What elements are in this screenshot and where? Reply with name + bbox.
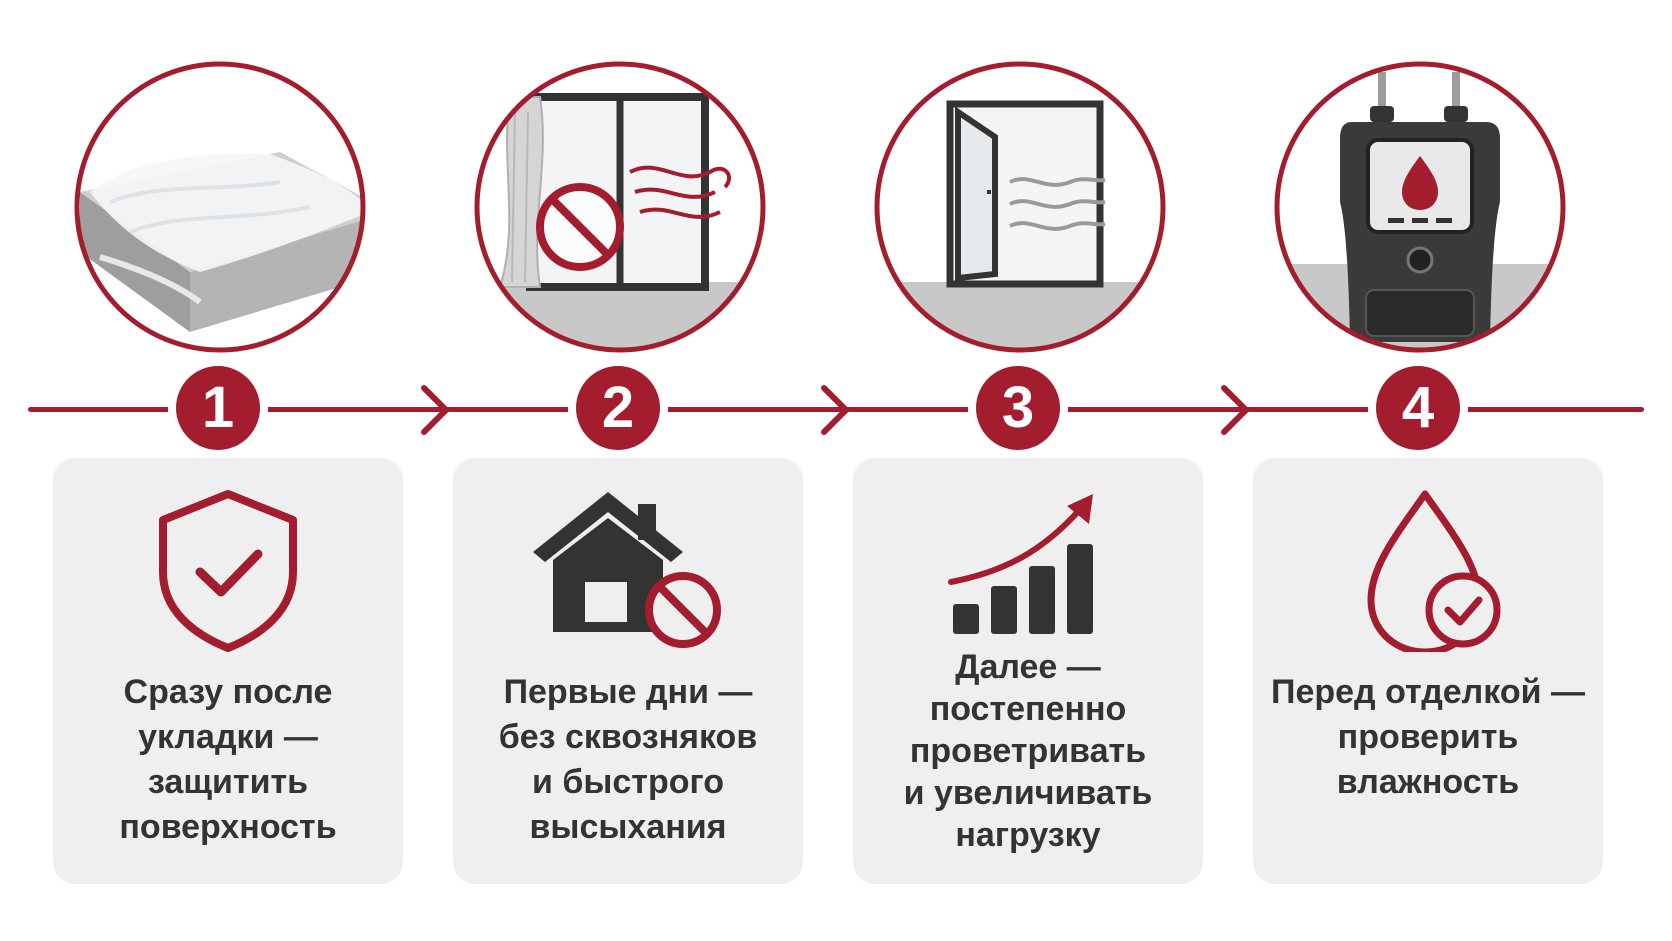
house-prohibited-icon xyxy=(533,492,721,648)
step-4-text-line: влажность xyxy=(1336,763,1520,801)
step-2-badge: 2 xyxy=(568,358,668,458)
step-1-text-line: Сразу после xyxy=(123,673,333,711)
step-4-photo xyxy=(1270,42,1570,372)
step-4-text-line: проверить xyxy=(1337,718,1519,756)
moisture-meter-icon xyxy=(1274,61,1566,353)
step-2-photo xyxy=(470,42,770,372)
step-3-text-line: проветривать xyxy=(909,732,1147,770)
window-no-draft-icon xyxy=(474,61,766,353)
chevron-right-icon xyxy=(1221,385,1249,435)
chevron-right-icon xyxy=(821,385,849,435)
step-2-text-line: высыхания xyxy=(529,808,727,846)
step-3-text-line: постепенно xyxy=(929,690,1127,728)
shield-check-icon xyxy=(159,490,297,652)
step-1-badge: 1 xyxy=(168,358,268,458)
step-4-card: Перед отделкой — проверить влажность xyxy=(1253,458,1603,884)
covered-concrete-slab-icon xyxy=(74,61,366,353)
step-1-photo xyxy=(70,42,370,372)
step-3-text-line: нагрузку xyxy=(955,816,1101,854)
step-2-text-line: и быстрого xyxy=(532,763,724,801)
step-4-badge: 4 xyxy=(1368,358,1468,458)
step-1-text-line: поверхность xyxy=(119,808,337,846)
open-window-ventilation-icon xyxy=(874,61,1166,353)
step-3-photo xyxy=(870,42,1170,372)
step-1-text: Сразу после укладки — защитить поверхнос… xyxy=(65,670,391,850)
step-3-card: Далее — постепенно проветривать и увелич… xyxy=(853,458,1203,884)
step-2-card: Первые дни — без сквозняков и быстрого в… xyxy=(453,458,803,884)
step-3-text: Далее — постепенно проветривать и увелич… xyxy=(865,646,1191,856)
step-3-text-line: и увеличивать xyxy=(903,774,1153,812)
step-4-text-line: Перед отделкой — xyxy=(1271,673,1585,711)
step-3-text-line: Далее — xyxy=(955,648,1101,686)
step-4-text: Перед отделкой — проверить влажность xyxy=(1265,670,1591,805)
timeline-line xyxy=(28,407,1644,412)
step-2-text-line: без сквозняков xyxy=(498,718,758,756)
step-1-text-line: защитить xyxy=(147,763,309,801)
chevron-right-icon xyxy=(421,385,449,435)
step-1-card: Сразу после укладки — защитить поверхнос… xyxy=(53,458,403,884)
step-2-text-line: Первые дни — xyxy=(503,673,753,711)
growth-chart-icon xyxy=(948,494,1093,634)
step-3-badge: 3 xyxy=(968,358,1068,458)
step-1-text-line: укладки — xyxy=(138,718,318,756)
step-2-text: Первые дни — без сквозняков и быстрого в… xyxy=(465,670,791,850)
water-drop-check-icon xyxy=(1367,490,1501,652)
